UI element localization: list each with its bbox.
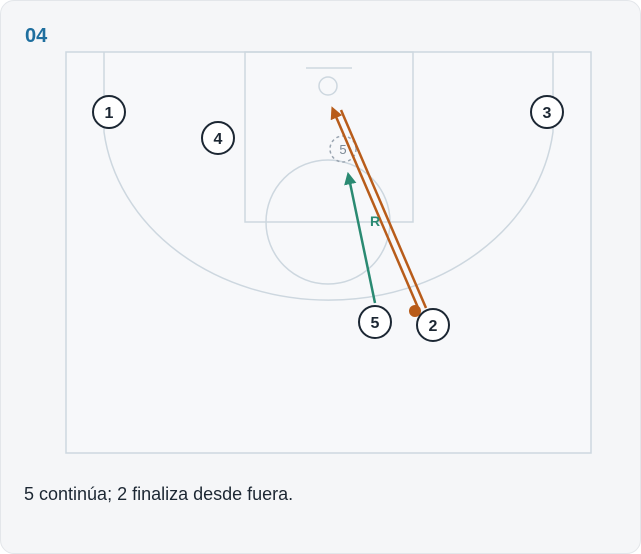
player-3-label: 3 — [543, 105, 552, 122]
player-4-label: 4 — [214, 131, 223, 148]
player-2[interactable]: 2 — [416, 308, 450, 342]
play-caption: 5 continúa; 2 finaliza desde fuera. — [24, 484, 294, 504]
three-point-line — [103, 52, 554, 301]
dribble-path-line-b — [330, 106, 421, 311]
paint-lane — [244, 51, 414, 223]
play-number: 04 — [25, 25, 48, 47]
player-1-label: 1 — [105, 105, 114, 122]
dribble-path-line-a — [339, 109, 428, 309]
screen-label: R — [370, 213, 380, 229]
player-4[interactable]: 4 — [201, 121, 235, 155]
rim — [318, 76, 338, 96]
player-2-label: 2 — [429, 318, 438, 335]
player-3[interactable]: 3 — [530, 95, 564, 129]
player-5-label: 5 — [371, 315, 380, 332]
player-5[interactable]: 5 — [358, 305, 392, 339]
player-1[interactable]: 1 — [92, 95, 126, 129]
court-boundary — [65, 51, 592, 454]
cut-path — [344, 171, 377, 304]
ghost-player-5-label: 5 — [339, 142, 346, 157]
dribble-start-dot — [409, 305, 421, 317]
